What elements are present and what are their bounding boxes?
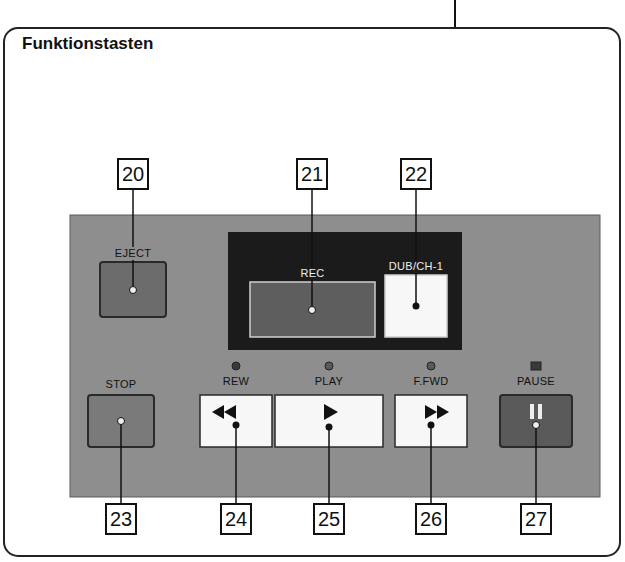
tape-button: REC (250, 282, 375, 337)
callout-number: 24 (220, 503, 252, 535)
callout-number: 26 (415, 503, 447, 535)
tape-button: REW (200, 395, 272, 447)
button-label: REC (298, 267, 326, 280)
callout-number: 27 (520, 503, 552, 535)
tape-button: PAUSE (500, 395, 572, 447)
callout-number: 22 (400, 158, 432, 190)
button-label: PAUSE (515, 375, 557, 388)
tape-button: EJECT (100, 262, 166, 317)
button-label: STOP (104, 378, 139, 391)
tape-button: STOP (88, 395, 154, 447)
button-label: EJECT (113, 247, 153, 260)
callout-number: 25 (313, 503, 345, 535)
button-label: REW (221, 375, 252, 388)
callout-number: 23 (105, 503, 137, 535)
tape-button: DUB/CH-1 (385, 275, 447, 337)
callout-number: 21 (296, 158, 328, 190)
tape-button: PLAY (275, 395, 383, 447)
panel-title: Funktionstasten (22, 34, 153, 54)
button-label: F.FWD (411, 375, 450, 388)
button-label: DUB/CH-1 (387, 260, 445, 273)
tape-button: F.FWD (395, 395, 467, 447)
callout-number: 20 (117, 158, 149, 190)
button-label: PLAY (313, 375, 346, 388)
